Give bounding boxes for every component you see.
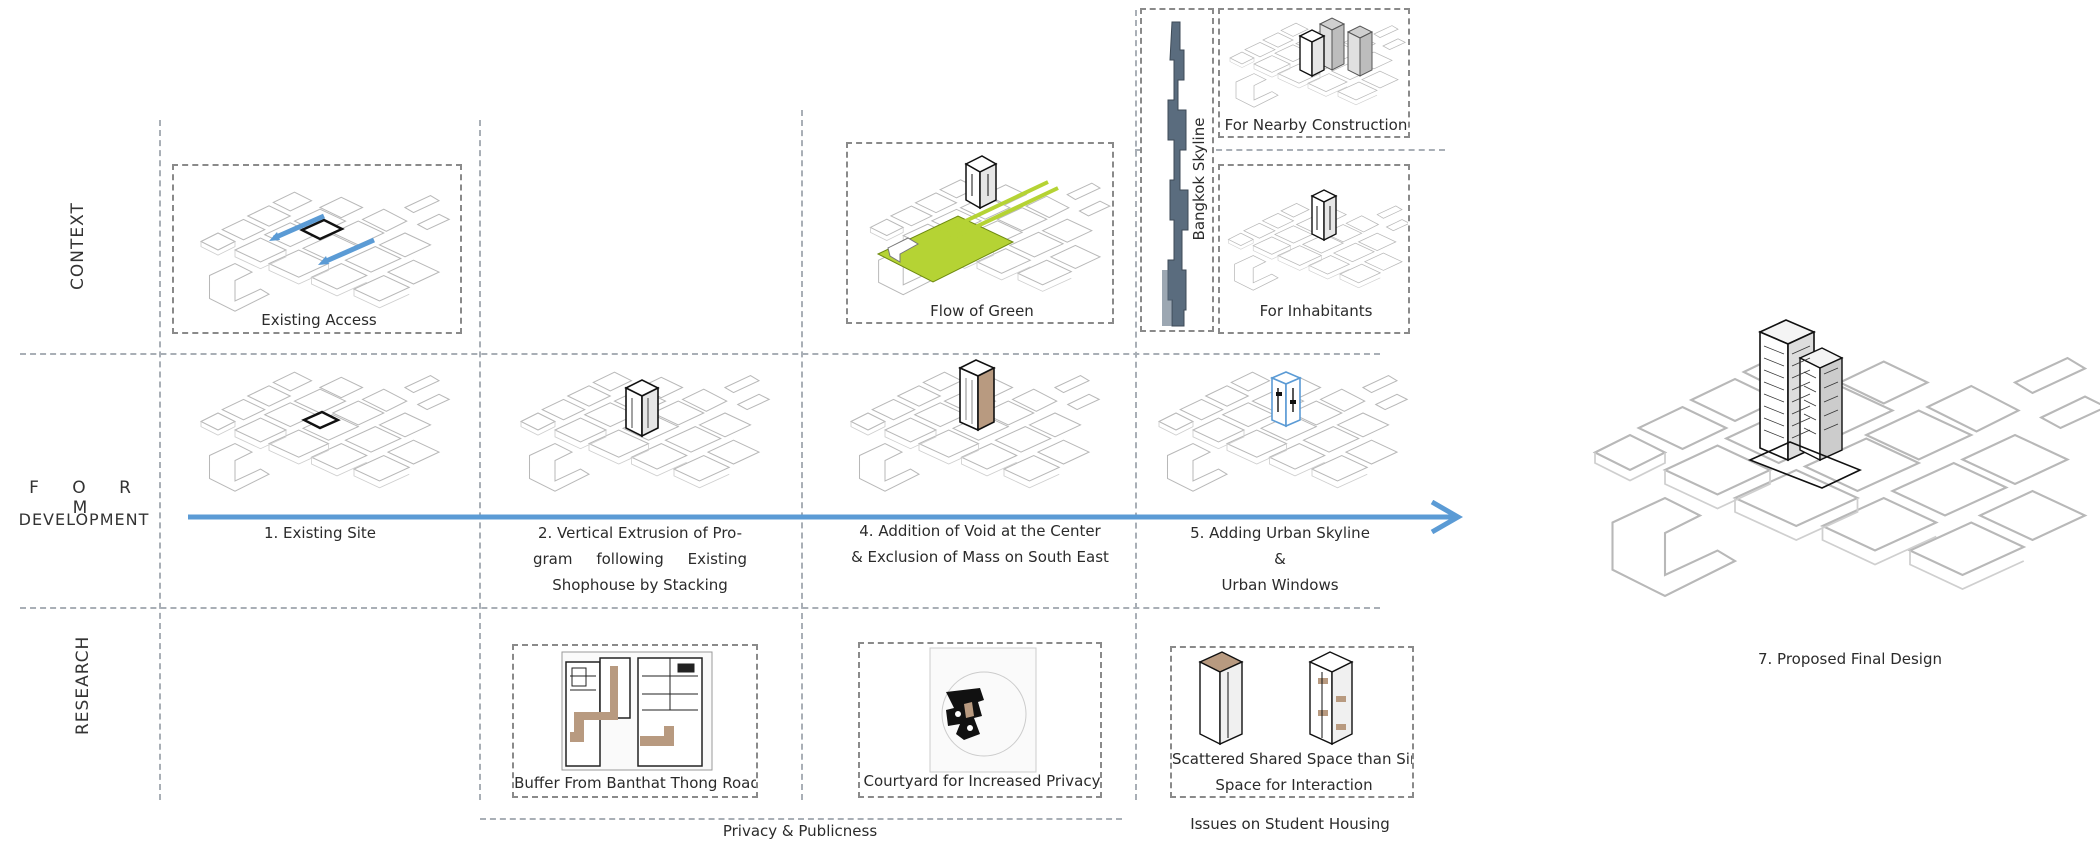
step5-caption-line1: 5. Adding Urban Skyline bbox=[1190, 524, 1370, 542]
scattered-space-panel: Scattered Shared Space than Single Space… bbox=[1170, 646, 1414, 798]
bangkok-skyline-graphic bbox=[1162, 21, 1189, 327]
buffer-label: Buffer From Banthat Thong Road bbox=[514, 774, 758, 792]
existing-access-label: Existing Access bbox=[261, 311, 377, 329]
form-development-arrow bbox=[188, 500, 1464, 535]
step2-caption-line1: 2. Vertical Extrusion of Pro- bbox=[537, 524, 743, 542]
step2-caption-line2: gram following Existing bbox=[532, 550, 748, 568]
scattered-space-label-line1: Scattered Shared Space than Single bbox=[1172, 750, 1412, 768]
flow-of-green-label: Flow of Green bbox=[930, 302, 1034, 320]
privacy-publicness-caption: Privacy & Publicness bbox=[722, 822, 878, 840]
step1-caption: 1. Existing Site bbox=[263, 524, 377, 542]
scattered-space-diagram bbox=[1198, 651, 1354, 746]
urban-skyline-diagram bbox=[1158, 371, 1408, 492]
existing-site-diagram bbox=[200, 371, 450, 492]
flow-of-green-panel: Flow of Green bbox=[846, 142, 1114, 324]
student-housing-caption: Issues on Student Housing bbox=[1190, 815, 1390, 833]
proposed-final-design bbox=[1593, 319, 2100, 598]
inhabitants-label: For Inhabitants bbox=[1259, 302, 1373, 320]
row-label-research: RESEARCH bbox=[73, 635, 93, 735]
green-park bbox=[876, 215, 1015, 283]
existing-access-panel: Existing Access bbox=[172, 164, 462, 334]
grid-line-v1 bbox=[159, 120, 161, 800]
grid-line-h-research bbox=[20, 607, 1380, 609]
step5-caption-line2: & bbox=[1274, 550, 1286, 568]
courtyard-label: Courtyard for Increased Privacy bbox=[863, 772, 1101, 790]
row-label-form: F O R M bbox=[29, 478, 145, 518]
skyline-mass bbox=[1269, 371, 1303, 428]
step2-caption-line3: Shophouse by Stacking bbox=[552, 576, 728, 594]
access-arrow-1 bbox=[272, 213, 326, 241]
buffer-panel: Buffer From Banthat Thong Road bbox=[512, 644, 758, 798]
nearby-construction-panel: For Nearby Construction bbox=[1218, 8, 1410, 138]
step4-caption-line1: 4. Addition of Void at the Center bbox=[859, 522, 1101, 540]
existing-access-diagram bbox=[200, 191, 450, 312]
bangkok-skyline-panel: Bangkok Skyline bbox=[1140, 8, 1214, 332]
void-mass bbox=[958, 359, 996, 432]
nearby-construction-label: For Nearby Construction bbox=[1224, 116, 1408, 134]
extruded-mass bbox=[624, 379, 660, 438]
step5-caption-line3: Urban Windows bbox=[1221, 576, 1339, 594]
vertical-extrusion-diagram bbox=[520, 371, 770, 492]
courtyard-plan bbox=[929, 647, 1037, 773]
bangkok-skyline-label: Bangkok Skyline bbox=[1190, 117, 1208, 241]
single-shared-space-block bbox=[1198, 651, 1244, 746]
nearby-construction-diagram bbox=[1229, 17, 1406, 108]
grid-line-v2 bbox=[479, 120, 481, 800]
grid-line-h-context bbox=[20, 353, 1380, 355]
grid-line-v4 bbox=[1135, 10, 1137, 800]
final-tower bbox=[1747, 319, 1862, 489]
row-label-context: CONTEXT bbox=[68, 202, 88, 290]
grid-line-h-privacy bbox=[480, 818, 1122, 820]
inhabitants-diagram bbox=[1228, 189, 1408, 291]
site-outline bbox=[299, 218, 345, 241]
row-label-development: DEVELOPMENT bbox=[18, 510, 150, 529]
buffer-floorplan bbox=[561, 651, 713, 771]
existing-site-outline bbox=[301, 410, 341, 430]
grid-line-h-top bbox=[1135, 149, 1445, 151]
scattered-space-label-line2: Space for Interaction bbox=[1215, 776, 1373, 794]
access-arrow-2 bbox=[322, 237, 376, 265]
flow-of-green-diagram bbox=[869, 155, 1111, 296]
grid-line-v3 bbox=[801, 110, 803, 800]
final-design-caption: 7. Proposed Final Design bbox=[1757, 650, 1943, 668]
step4-caption-line2: & Exclusion of Mass on South East bbox=[851, 548, 1109, 566]
scattered-space-block bbox=[1308, 651, 1354, 746]
courtyard-panel: Courtyard for Increased Privacy bbox=[858, 642, 1102, 798]
void-addition-diagram bbox=[850, 359, 1100, 492]
inhabitants-panel: For Inhabitants bbox=[1218, 164, 1410, 334]
green-tower bbox=[964, 155, 998, 210]
